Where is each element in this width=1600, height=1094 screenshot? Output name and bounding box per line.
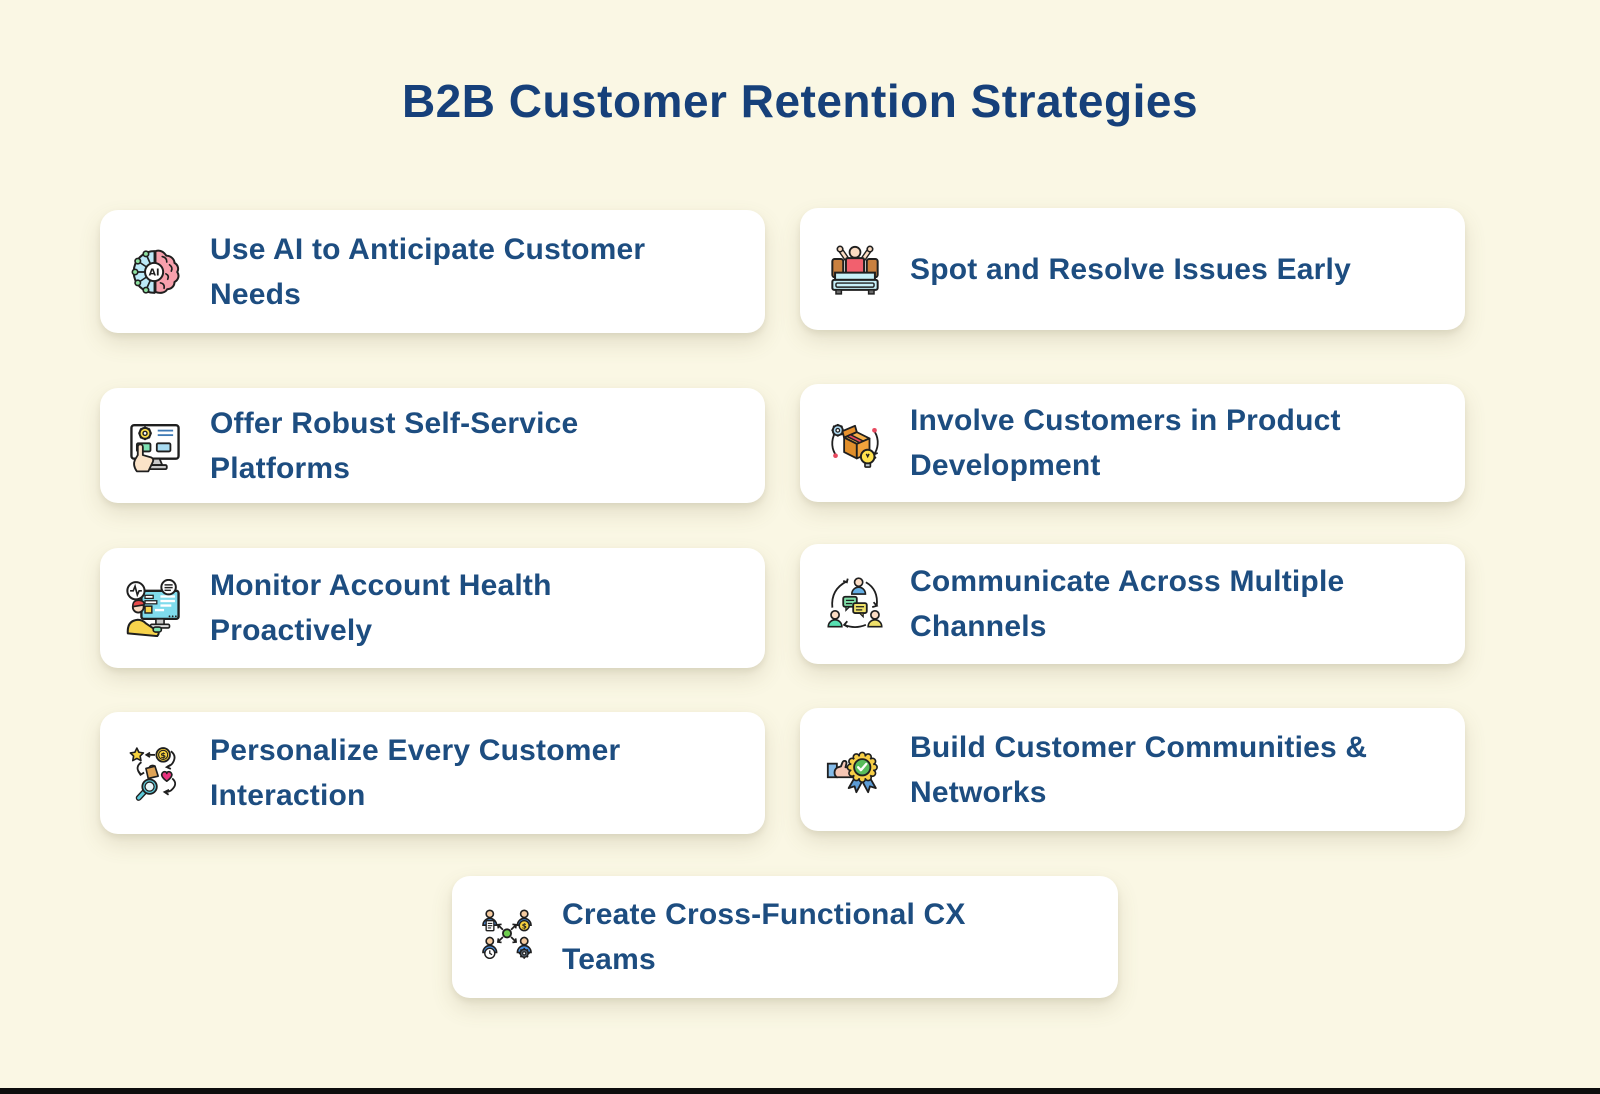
card-label: Offer Robust Self-Service Platforms (210, 406, 579, 485)
coin-symbol-text: $ (522, 921, 527, 930)
strategy-card-personalize: $ Personalize Every Customer Interaction (100, 712, 765, 834)
strategy-card-self-service: Offer Robust Self-Service Platforms (100, 388, 765, 503)
page-title: B2B Customer Retention Strategies (401, 75, 1199, 127)
card-label: Involve Customers in Product Development (910, 404, 1341, 482)
card-label: Personalize Every Customer Interaction (210, 734, 621, 812)
personalized-journey-icon: $ (126, 744, 184, 802)
card-label: Communicate Across Multiple Channels (910, 565, 1345, 643)
community-award-badge-icon (826, 741, 884, 799)
self-service-monitor-icon (126, 417, 184, 475)
card-label: Use AI to Anticipate Customer Needs (210, 232, 646, 311)
strategy-card-product-development: Involve Customers in Product Development (800, 384, 1465, 502)
card-label: Create Cross-Functional CX Teams (562, 898, 966, 976)
ai-icon-text: AI (149, 267, 160, 278)
strategy-card-use-ai: AI Use AI to Anticipate Customer Needs (100, 210, 765, 333)
ai-brain-icon: AI (126, 243, 184, 301)
strategy-card-account-health: Monitor Account Health Proactively (100, 548, 765, 668)
cross-functional-team-icon: $ (478, 908, 536, 966)
multi-channel-chat-icon (826, 575, 884, 633)
account-health-monitor-icon (126, 579, 184, 637)
coin-symbol-text: $ (160, 750, 166, 760)
card-label: Spot and Resolve Issues Early (910, 252, 1351, 286)
product-development-icon (826, 414, 884, 472)
strategy-card-communities: Build Customer Communities & Networks (800, 708, 1465, 831)
bottom-border-bar (0, 1088, 1600, 1094)
strategy-card-multi-channel: Communicate Across Multiple Channels (800, 544, 1465, 664)
strategy-card-cx-teams: $ Create Cross-Functional CX Tea (452, 876, 1118, 998)
strategy-card-spot-issues: Spot and Resolve Issues Early (800, 208, 1465, 330)
wake-up-in-bed-icon (826, 240, 884, 298)
card-label: Build Customer Communities & Networks (910, 730, 1368, 809)
card-label: Monitor Account Health Proactively (210, 569, 552, 647)
